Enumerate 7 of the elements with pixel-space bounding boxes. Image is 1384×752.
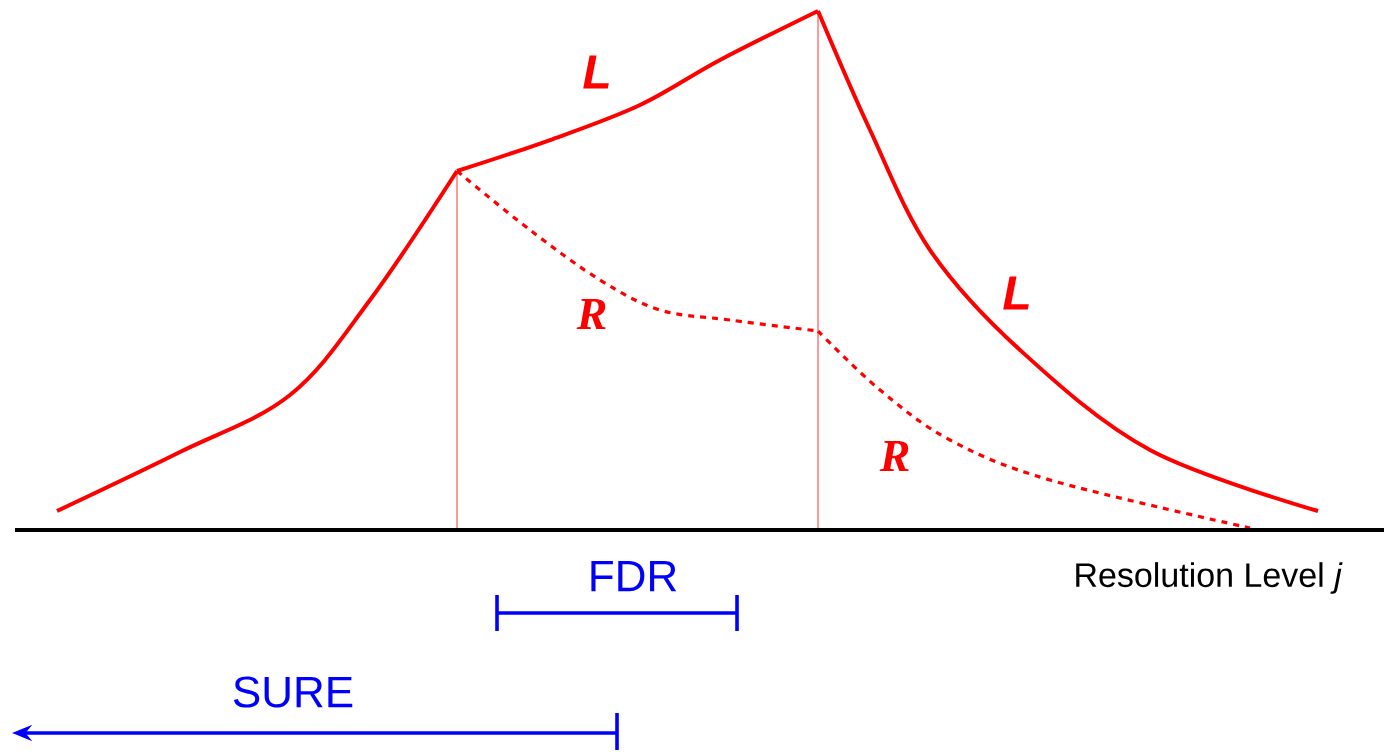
curve-label: R [576,298,606,330]
method-label: SURE [233,676,353,708]
method-label: FDR [591,560,677,592]
curve-label: L [1003,276,1029,310]
axis-label: Resolution Level j [1076,562,1343,594]
curve-label: L [583,55,609,89]
curve-label: R [879,440,909,472]
